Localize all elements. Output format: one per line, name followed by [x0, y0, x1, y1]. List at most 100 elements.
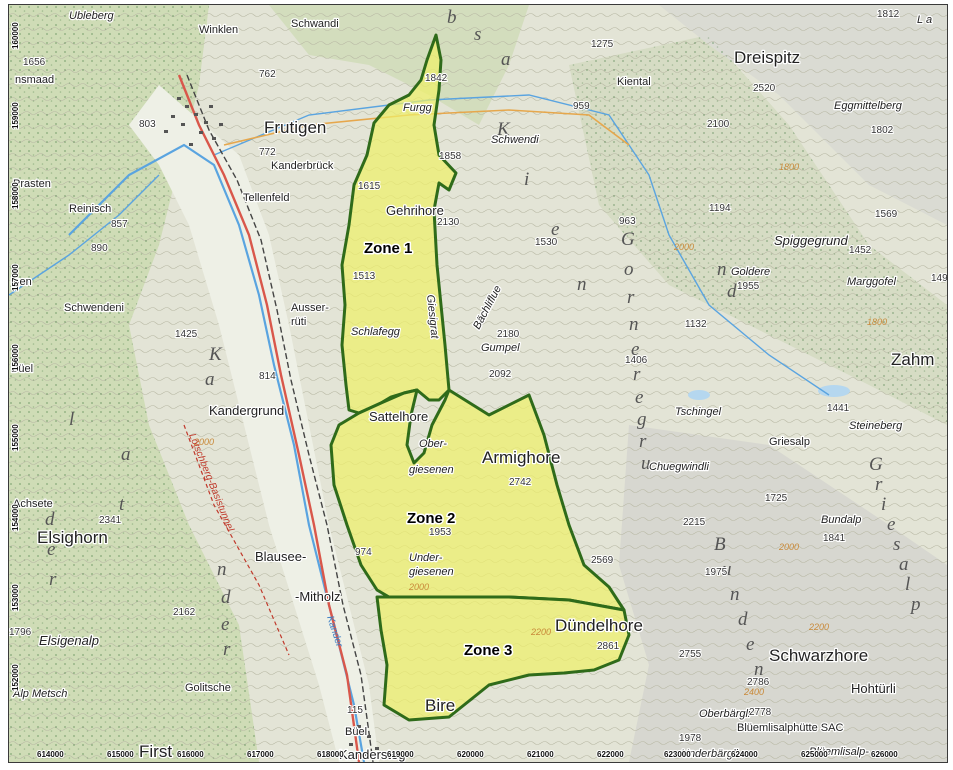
svg-text:159000: 159000 [11, 102, 20, 129]
svg-text:n: n [577, 274, 589, 295]
svg-text:Büel: Büel [11, 363, 33, 375]
svg-text:a: a [121, 444, 133, 465]
svg-text:153000: 153000 [11, 584, 20, 611]
svg-text:115: 115 [347, 705, 363, 716]
svg-text:2130: 2130 [437, 217, 460, 228]
svg-text:p: p [909, 594, 923, 615]
svg-text:e: e [631, 339, 641, 360]
svg-text:B: B [714, 534, 728, 555]
svg-text:1812: 1812 [877, 9, 900, 20]
svg-text:1425: 1425 [175, 329, 198, 340]
svg-text:Winklen: Winklen [199, 24, 238, 36]
svg-text:2000: 2000 [193, 437, 214, 447]
svg-text:Kandergrund: Kandergrund [209, 403, 284, 418]
svg-text:Steineberg: Steineberg [849, 420, 903, 432]
svg-text:Tellenfeld: Tellenfeld [243, 192, 289, 204]
svg-text:2569: 2569 [591, 555, 614, 566]
svg-text:d: d [727, 281, 739, 302]
svg-text:K: K [208, 344, 224, 365]
zone-3-label: Zone 3 [464, 642, 512, 659]
svg-text:Oberbärgli: Oberbärgli [699, 708, 751, 720]
svg-text:o: o [624, 259, 636, 280]
svg-text:r: r [627, 287, 636, 308]
svg-text:igen: igen [11, 276, 32, 288]
svg-text:r: r [223, 639, 232, 660]
grid-northing-labels: 160000 159000 158000 157000 156000 15500… [10, 21, 21, 692]
forest-texture-east [569, 35, 947, 425]
zone-3-area[interactable] [375, 595, 631, 722]
svg-text:Büel: Büel [345, 726, 367, 738]
svg-text:r: r [639, 431, 648, 452]
grid-easting-labels: 614000 615000 616000 617000 618000 61900… [36, 749, 899, 760]
svg-text:1800: 1800 [867, 317, 887, 327]
svg-text:2755: 2755 [679, 649, 702, 660]
svg-text:giesenen: giesenen [409, 464, 454, 476]
blausee-lake [818, 385, 850, 397]
svg-text:1406: 1406 [625, 355, 648, 366]
svg-text:Tschingel: Tschingel [675, 406, 722, 418]
svg-text:Kandersteg: Kandersteg [339, 747, 406, 762]
zone-1-label: Zone 1 [364, 240, 412, 257]
svg-text:s: s [893, 534, 902, 555]
svg-text:1978: 1978 [679, 733, 702, 744]
svg-text:772: 772 [259, 147, 276, 158]
svg-text:814: 814 [259, 371, 276, 382]
svg-text:1796: 1796 [9, 627, 32, 638]
svg-text:2162: 2162 [173, 607, 196, 618]
svg-text:e: e [221, 614, 231, 635]
svg-text:Schlafegg: Schlafegg [351, 326, 401, 338]
svg-text:r: r [875, 474, 884, 495]
topographic-map[interactable]: Zone 1 Zone 2 Zone 3 a s b K i e n G o r… [8, 4, 948, 763]
svg-text:2092: 2092 [489, 369, 512, 380]
svg-text:n: n [629, 314, 641, 335]
svg-text:155000: 155000 [11, 424, 20, 451]
svg-text:803: 803 [139, 119, 156, 130]
svg-text:152000: 152000 [11, 664, 20, 691]
svg-text:1725: 1725 [765, 493, 788, 504]
svg-text:1569: 1569 [875, 209, 898, 220]
svg-text:1441: 1441 [827, 403, 850, 414]
svg-text:2180: 2180 [497, 329, 520, 340]
svg-text:158000: 158000 [11, 182, 20, 209]
svg-text:2861: 2861 [597, 641, 620, 652]
svg-text:Blausee-: Blausee- [255, 549, 306, 564]
svg-text:621000: 621000 [527, 750, 554, 759]
svg-text:r: r [633, 364, 642, 385]
svg-text:626000: 626000 [871, 750, 898, 759]
tunnel-line [183, 424, 290, 656]
svg-text:615000: 615000 [107, 750, 134, 759]
svg-text:u: u [722, 559, 734, 580]
kiental-road [223, 109, 630, 146]
svg-text:Ubleberg: Ubleberg [69, 10, 115, 22]
svg-text:Schwandi: Schwandi [291, 18, 339, 30]
svg-text:a: a [205, 369, 217, 390]
svg-text:2000: 2000 [673, 242, 694, 252]
svg-text:762: 762 [259, 69, 276, 80]
svg-text:1615: 1615 [358, 181, 381, 192]
svg-text:617000: 617000 [247, 750, 274, 759]
svg-text:1656: 1656 [23, 57, 46, 68]
svg-text:e: e [47, 539, 57, 560]
svg-text:i: i [881, 494, 888, 515]
svg-text:1953: 1953 [429, 527, 452, 538]
svg-text:Kiental: Kiental [617, 76, 651, 88]
svg-text:e: e [887, 514, 897, 535]
svg-text:Kanderbrück: Kanderbrück [271, 160, 334, 172]
svg-text:1842: 1842 [425, 73, 448, 84]
svg-text:Elsighorn: Elsighorn [37, 528, 108, 547]
svg-text:b: b [447, 7, 459, 28]
svg-text:1858: 1858 [439, 151, 462, 162]
zone-2-area[interactable] [329, 388, 626, 612]
svg-text:Furgg: Furgg [403, 102, 433, 114]
engstligen-river [9, 174, 160, 296]
contour-labels: 1800 2000 2000 2200 2400 2200 1800 2000 … [193, 162, 887, 697]
svg-text:1513: 1513 [353, 271, 376, 282]
railway [186, 74, 374, 762]
svg-text:1275: 1275 [591, 39, 614, 50]
svg-text:963: 963 [619, 216, 636, 227]
svg-text:2341: 2341 [99, 515, 122, 526]
svg-text:First: First [139, 742, 172, 761]
svg-text:1800: 1800 [779, 162, 799, 172]
svg-text:Schwarzhore: Schwarzhore [769, 646, 868, 665]
svg-text:i: i [524, 169, 531, 190]
